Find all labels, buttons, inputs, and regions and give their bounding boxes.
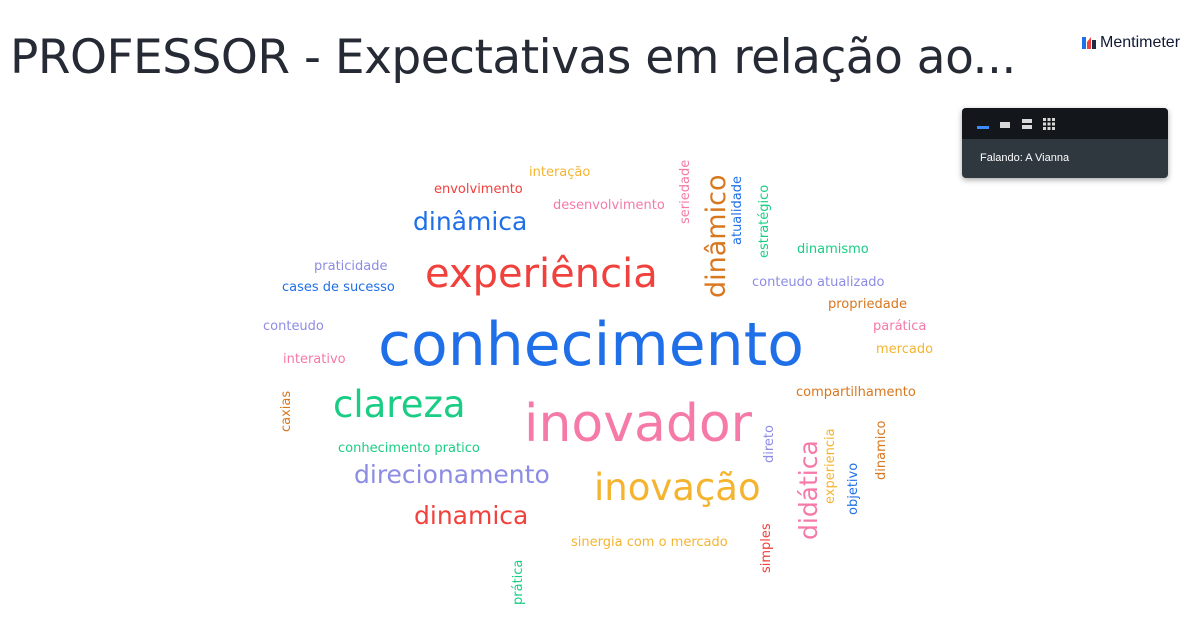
brand-name: Mentimeter	[1100, 34, 1181, 51]
word-cloud-word: dinamismo	[797, 242, 869, 257]
word-cloud-word: atualidade	[730, 176, 745, 245]
mentimeter-logo-icon	[1082, 37, 1096, 49]
word-cloud-word: conteudo	[263, 319, 324, 334]
word-cloud-word: caxias	[279, 390, 294, 432]
word-cloud-word: compartilhamento	[796, 385, 916, 400]
presenter-panel: Falando: A Vianna	[962, 108, 1168, 178]
word-cloud-word: dinâmico	[701, 174, 732, 298]
word-cloud-word: direto	[762, 425, 777, 463]
word-cloud-word: propriedade	[828, 297, 907, 312]
layout-toolbar	[962, 108, 1168, 139]
word-cloud-word: mercado	[876, 342, 934, 357]
word-cloud-word: desenvolvimento	[553, 198, 665, 213]
brand-logo: Mentimeter	[1082, 34, 1180, 52]
word-cloud-word: conhecimento	[378, 310, 804, 380]
layout-minimal-icon[interactable]	[976, 117, 990, 131]
word-cloud-word: envolvimento	[434, 182, 523, 197]
word-cloud-word: praticidade	[314, 259, 388, 274]
word-cloud-word: interativo	[283, 352, 346, 367]
page-title: PROFESSOR - Expectativas em relação ao..…	[10, 30, 1016, 85]
word-cloud-word: seriedade	[678, 159, 693, 224]
word-cloud-word: didática	[794, 440, 823, 540]
word-cloud-word: sinergia com o mercado	[571, 535, 728, 550]
word-cloud-word: prática	[511, 559, 526, 605]
word-cloud-word: estratégico	[757, 184, 772, 258]
word-cloud-word: clareza	[333, 383, 466, 426]
layout-split-icon[interactable]	[1020, 117, 1034, 131]
word-cloud-word: experiencia	[823, 428, 838, 504]
word-cloud-word: dinâmica	[413, 207, 528, 236]
word-cloud-word: inovação	[594, 466, 761, 509]
layout-grid-icon[interactable]	[1042, 117, 1056, 131]
word-cloud-word: inovador	[524, 394, 753, 454]
word-cloud-word: parática	[873, 319, 927, 334]
word-cloud-word: interação	[529, 165, 591, 180]
word-cloud-word: dinamico	[874, 420, 889, 480]
word-cloud-word: experiência	[425, 251, 658, 297]
speaker-label: Falando: A Vianna	[980, 152, 1070, 164]
word-cloud-word: objetivo	[846, 462, 861, 515]
word-cloud-word: conhecimento pratico	[338, 441, 480, 456]
layout-small-icon[interactable]	[998, 117, 1012, 131]
word-cloud-word: direcionamento	[354, 460, 550, 489]
word-cloud-word: cases de sucesso	[282, 280, 395, 295]
word-cloud-word: simples	[759, 523, 774, 573]
word-cloud-word: dinamica	[414, 501, 529, 530]
word-cloud-word: conteudo atualizado	[752, 275, 885, 290]
